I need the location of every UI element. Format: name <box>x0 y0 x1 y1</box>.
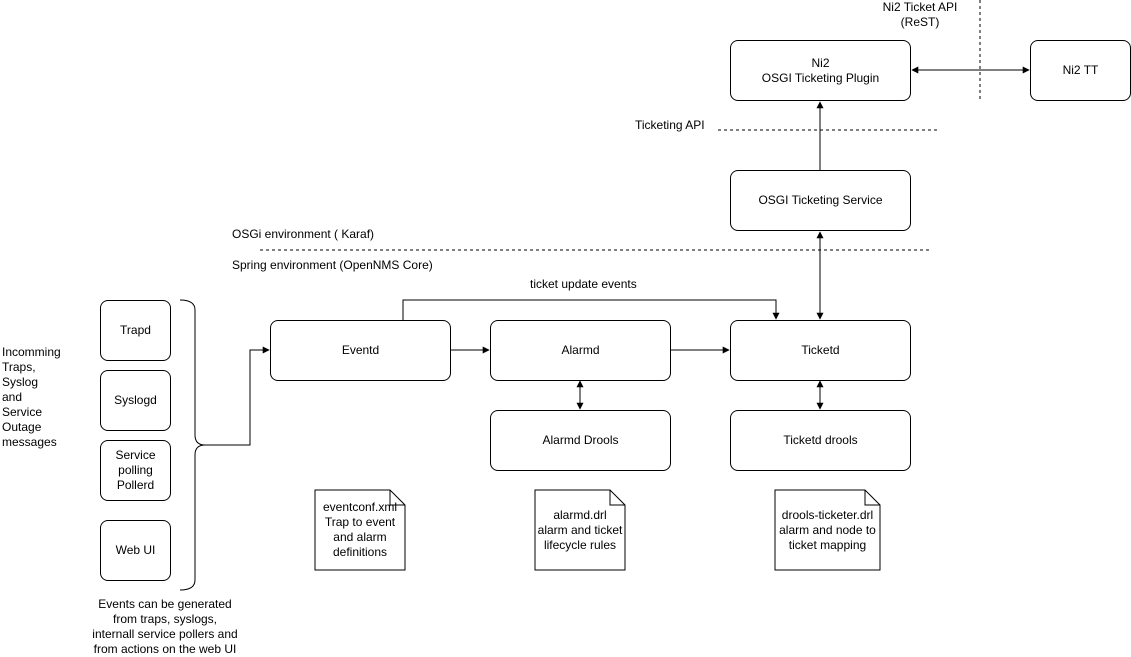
service-pollerd-box[interactable]: Service polling Pollerd <box>100 440 171 501</box>
ticketd-drools-box[interactable]: Ticketd drools <box>730 410 911 471</box>
note-alarmd-drl-fold <box>609 490 625 506</box>
ticketing-api-label: Ticketing API <box>635 118 705 132</box>
ni2-tt-box[interactable]: Ni2 TT <box>1030 40 1131 101</box>
note-drools-ticketer-fold <box>864 490 880 506</box>
ni2-ticketing-plugin-box[interactable]: Ni2 OSGI Ticketing Plugin <box>730 40 911 101</box>
note-alarmd-drl: alarmd.drl alarm and ticket lifecycle ru… <box>537 507 623 552</box>
arrow-sources-eventd <box>205 346 270 446</box>
events-caption-label: Events can be generated from traps, sysl… <box>92 597 238 656</box>
osgi-environment-label: OSGi environment ( Karaf) <box>232 227 375 241</box>
incoming-messages-label: Incomming Traps, Syslog and Service Outa… <box>2 345 61 449</box>
arrow-ticket-update-events <box>402 299 780 320</box>
ni2-ticket-api-label: Ni2 Ticket API (ReST) <box>882 0 958 29</box>
web-ui-box[interactable]: Web UI <box>100 520 171 581</box>
note-drools-ticketer: drools-ticketer.drl alarm and node to ti… <box>779 507 876 552</box>
alarmd-box[interactable]: Alarmd <box>490 320 671 381</box>
source-brace <box>179 299 206 591</box>
note-alarmd-drl-shape <box>534 489 626 571</box>
note-eventconf-shape <box>314 489 406 571</box>
note-eventconf: eventconf.xml Trap to event and alarm de… <box>322 500 398 559</box>
osgi-ticketing-service-box[interactable]: OSGI Ticketing Service <box>730 170 911 231</box>
ticket-update-events-label: ticket update events <box>530 277 637 291</box>
eventd-box[interactable]: Eventd <box>270 320 451 381</box>
note-eventconf-fold <box>389 490 405 506</box>
trapd-box[interactable]: Trapd <box>100 300 171 361</box>
note-drools-ticketer-shape <box>774 489 881 571</box>
ticketd-box[interactable]: Ticketd <box>730 320 911 381</box>
alarmd-drools-box[interactable]: Alarmd Drools <box>490 410 671 471</box>
spring-environment-label: Spring environment (OpenNMS Core) <box>232 258 433 272</box>
syslogd-box[interactable]: Syslogd <box>100 370 171 431</box>
